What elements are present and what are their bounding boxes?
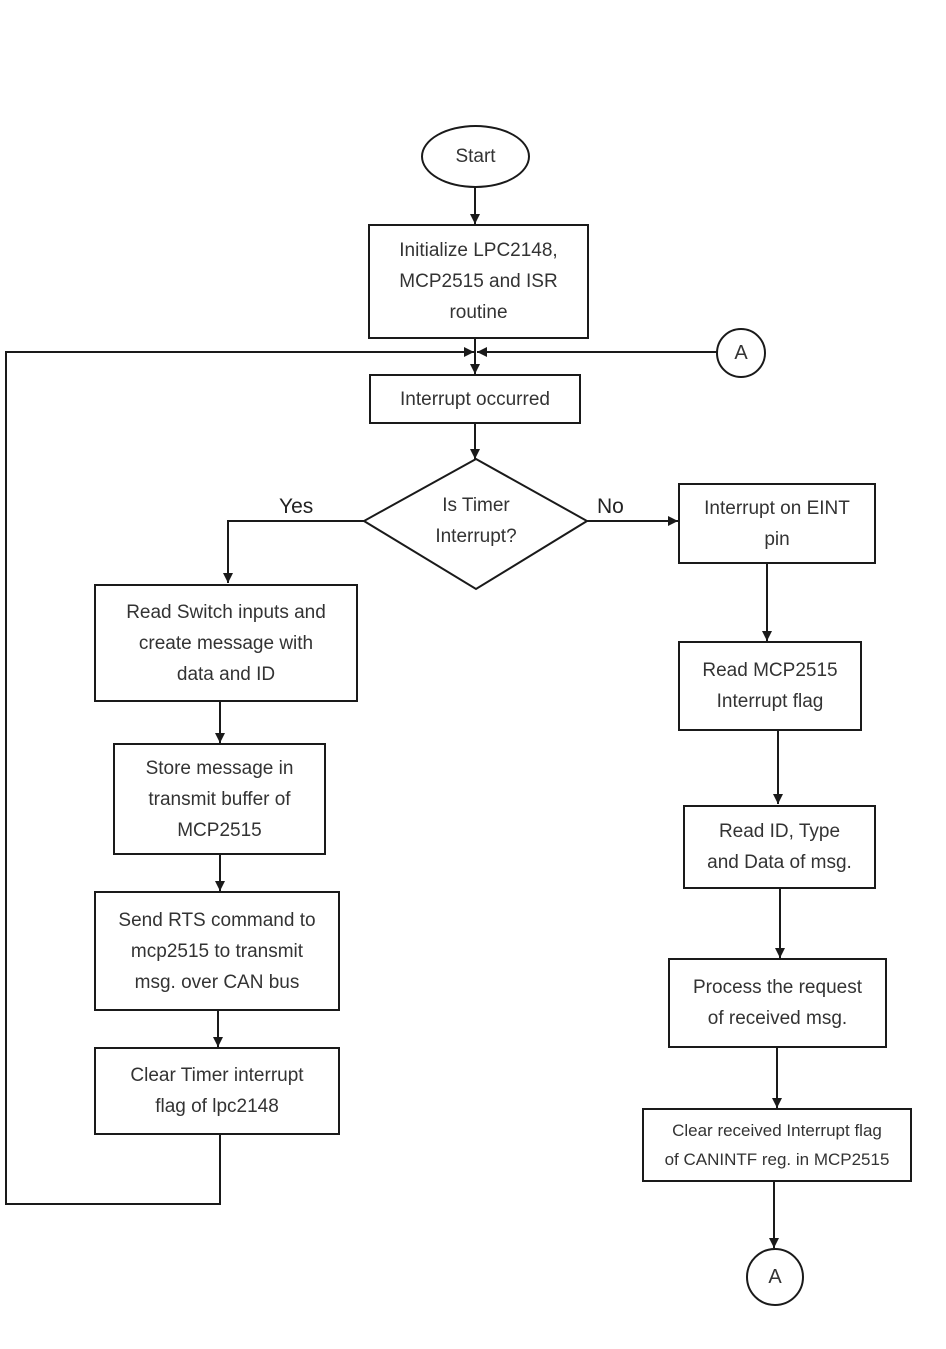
no-label: No [597, 495, 624, 518]
interrupt-eint-step: Interrupt on EINT pin [678, 483, 876, 564]
start-terminal: Start [421, 125, 530, 188]
read-id-type-step: Read ID, Type and Data of msg. [683, 805, 876, 889]
clear-timer-step: Clear Timer interrupt flag of lpc2148 [94, 1047, 340, 1135]
clear-received-flag-step: Clear received Interrupt flag of CANINTF… [642, 1108, 912, 1182]
connector-a-bottom: A [746, 1248, 804, 1306]
store-message-step: Store message in transmit buffer of MCP2… [113, 743, 326, 855]
initialize-step: Initialize LPC2148, MCP2515 and ISR rout… [368, 224, 589, 339]
process-request-step: Process the request of received msg. [668, 958, 887, 1048]
decision-diamond [362, 457, 589, 591]
yes-label: Yes [279, 495, 314, 518]
decision-label: Is Timer Interrupt? [435, 495, 517, 547]
read-switch-step: Read Switch inputs and create message wi… [94, 584, 358, 702]
interrupt-occurred-step: Interrupt occurred [369, 374, 581, 424]
send-rts-step: Send RTS command to mcp2515 to transmit … [94, 891, 340, 1011]
connector-a-top: A [716, 328, 766, 378]
loop-back-line [5, 347, 474, 1205]
read-interrupt-flag-step: Read MCP2515 Interrupt flag [678, 641, 862, 731]
arrow-yes [223, 520, 364, 583]
